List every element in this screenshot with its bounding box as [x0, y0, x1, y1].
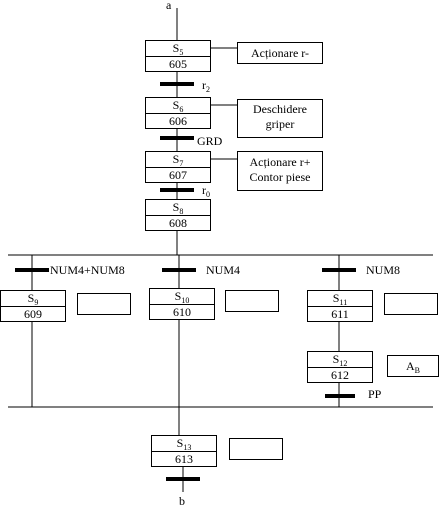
action-box-s9: [77, 293, 131, 315]
action-box-s6: Deschidere griper: [237, 99, 323, 138]
transition-label-grd: GRD: [197, 134, 223, 148]
step-s12-label: S12: [308, 352, 372, 368]
exit-connector-b: b: [179, 494, 185, 508]
step-s8-label: S8: [146, 200, 210, 216]
step-s9-code: 609: [24, 307, 42, 321]
transition-label-r2: r2: [202, 78, 210, 94]
step-s6-code: 606: [169, 114, 187, 128]
transition-label-num4: NUM4: [206, 263, 241, 277]
step-s10: S10 610: [149, 288, 215, 320]
step-s12: S12 612: [307, 351, 373, 383]
action-s7-line2: Contor piese: [249, 170, 311, 184]
step-s8-code: 608: [169, 216, 187, 230]
step-s13-code: 613: [175, 452, 193, 466]
step-s5-code: 605: [169, 57, 187, 71]
action-box-s7: Acționare r+ Contor piese: [237, 151, 323, 191]
step-s13: S13 613: [151, 435, 217, 467]
transition-label-pp: PP: [368, 387, 382, 401]
action-s7-line1: Acționare r+: [249, 155, 311, 169]
step-s12-code: 612: [331, 368, 349, 382]
action-box-s10: [225, 290, 279, 312]
step-s8: S8 608: [145, 199, 211, 231]
step-s6: S6 606: [145, 97, 211, 129]
entry-connector-a: a: [166, 0, 172, 12]
transition-label-num8: NUM8: [366, 263, 401, 277]
transition-label-num4-num8: NUM4+NUM8: [50, 263, 125, 277]
step-s7: S7 607: [145, 151, 211, 183]
step-s6-label: S6: [146, 98, 210, 114]
step-s5: S5 605: [145, 40, 211, 72]
step-s7-code: 607: [169, 168, 187, 182]
step-s7-label: S7: [146, 152, 210, 168]
action-s6-line2: griper: [265, 117, 295, 131]
step-s10-code: 610: [173, 305, 191, 319]
transition-label-r0: r0: [202, 183, 210, 199]
action-s6-line1: Deschidere: [253, 102, 307, 116]
action-box-s11: [384, 293, 438, 315]
step-s5-label: S5: [146, 41, 210, 57]
step-s11: S11 611: [307, 290, 373, 322]
action-box-s5: Acționare r-: [237, 42, 323, 64]
step-s9-label: S9: [1, 291, 65, 307]
action-box-s12: AB: [387, 355, 439, 377]
step-s11-label: S11: [308, 291, 372, 307]
step-s10-label: S10: [150, 289, 214, 305]
step-s9: S9 609: [0, 290, 66, 322]
step-s11-code: 611: [331, 307, 349, 321]
step-s13-label: S13: [152, 436, 216, 452]
action-box-s13: [229, 438, 283, 460]
